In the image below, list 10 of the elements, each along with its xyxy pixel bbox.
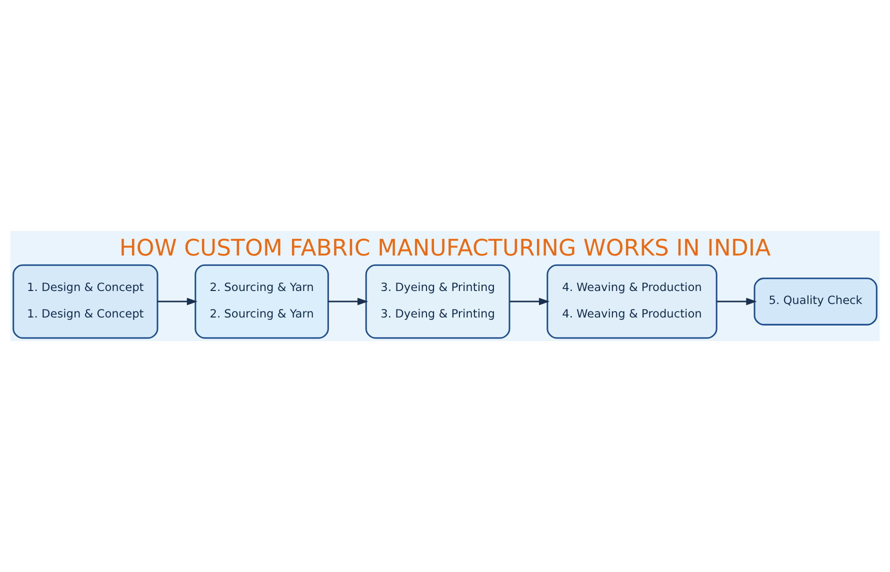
arrow bbox=[158, 298, 198, 306]
node-box: 1. Design & Concept 1. Design & Concept bbox=[12, 264, 158, 339]
diagram-title: HOW CUSTOM FABRIC MANUFACTURING WORKS IN INDIA bbox=[119, 235, 771, 262]
arrow bbox=[716, 298, 757, 306]
node-box: 4. Weaving & Production 4. Weaving & Production bbox=[546, 264, 718, 339]
node-box: 3. Dyeing & Printing 3. Dyeing & Printing bbox=[365, 264, 510, 339]
arrow bbox=[510, 298, 550, 306]
node-box: 5. Quality Check bbox=[754, 278, 878, 326]
node-box: 2. Sourcing & Yarn 2. Sourcing & Yarn bbox=[194, 264, 329, 339]
arrow bbox=[328, 298, 368, 306]
